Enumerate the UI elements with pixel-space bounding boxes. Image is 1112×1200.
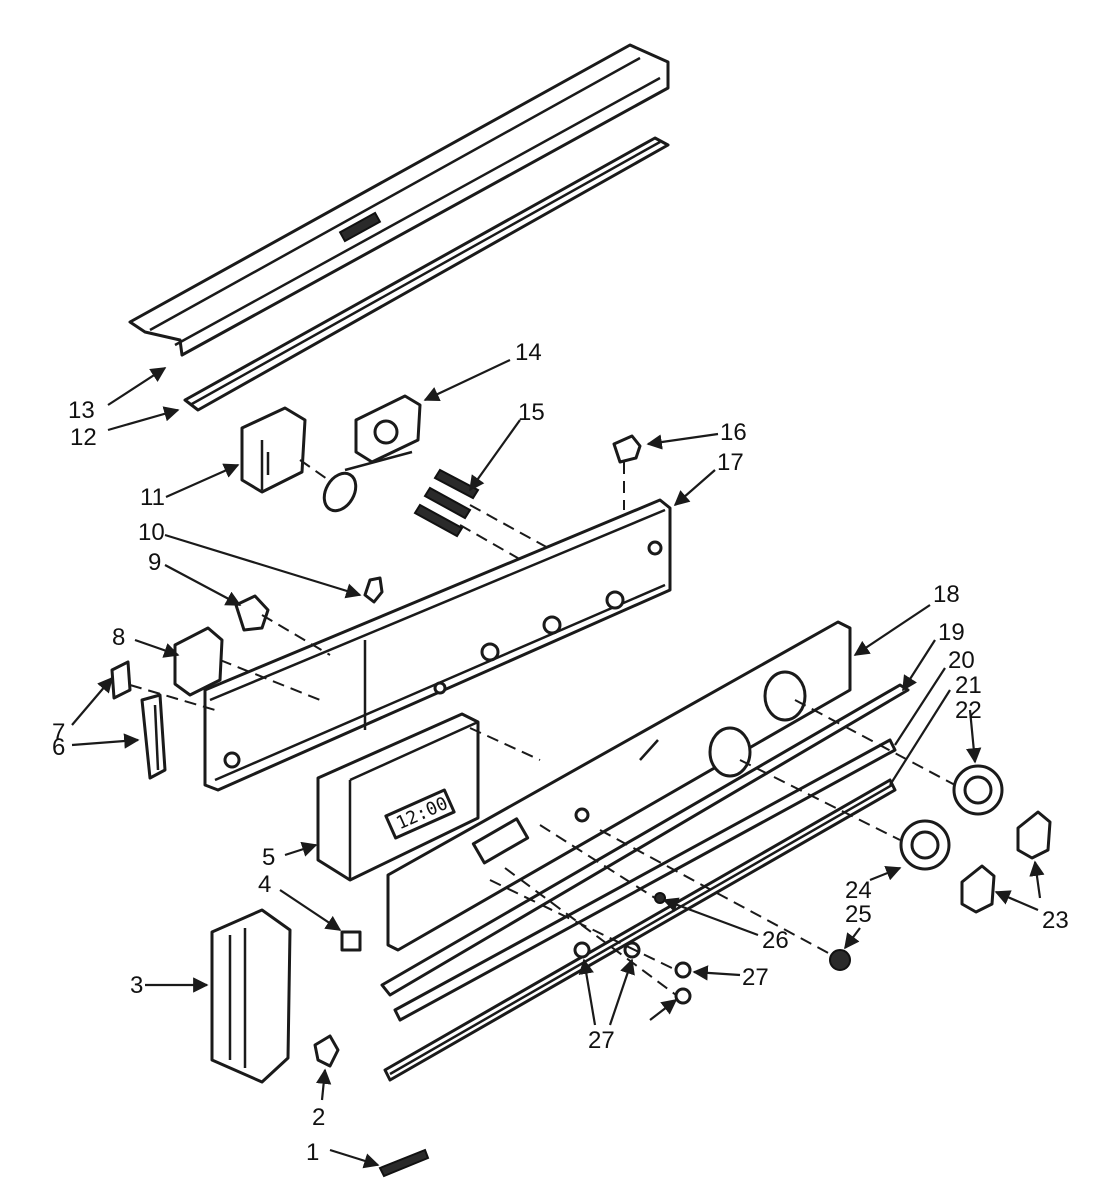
callout-26: 26 (762, 927, 789, 954)
part-18-control-panel (386, 620, 852, 952)
part-21-trim (383, 778, 897, 1082)
part-13-top-trim (128, 43, 670, 357)
callout-19: 19 (938, 619, 965, 646)
callout-16: 16 (720, 419, 747, 446)
part-25-nut (599, 829, 851, 971)
part-4-nut (340, 930, 362, 952)
part-24-dial (739, 759, 951, 871)
callout-20: 20 (948, 647, 975, 674)
callout-17: 17 (717, 449, 744, 476)
callout-25: 25 (845, 901, 872, 928)
part-1-pin (378, 1148, 430, 1178)
part-12-strip (183, 136, 670, 412)
callout-11: 11 (140, 484, 165, 511)
callout-23: 23 (1042, 907, 1069, 934)
callout-27-right: 27 (742, 964, 769, 991)
callout-7: 7 (52, 719, 65, 746)
callout-12: 12 (70, 424, 97, 451)
callout-24: 24 (845, 877, 872, 904)
part-17-control-bracket (203, 498, 672, 792)
callout-14: 14 (515, 339, 542, 366)
callout-21: 21 (955, 672, 982, 699)
part-27-screws (489, 867, 692, 1005)
part-11-switch (240, 406, 341, 494)
callout-9: 9 (148, 549, 161, 576)
part-20-trim (393, 738, 897, 1022)
callout-10: 10 (138, 519, 165, 546)
part-14-switch (322, 394, 422, 513)
part-26-screw (539, 824, 666, 904)
callout-22: 22 (955, 697, 982, 724)
callout-27-bottom: 27 (588, 1027, 615, 1054)
callout-15: 15 (518, 399, 545, 426)
callout-13: 13 (68, 397, 95, 424)
callout-2: 2 (312, 1104, 325, 1131)
part-8-cover (173, 626, 321, 701)
leader-lines (71, 359, 1045, 1169)
part-16-clip (612, 434, 642, 510)
part-2-clip (313, 1034, 340, 1068)
part-10-hook (363, 576, 384, 604)
callout-labels: 13 12 14 11 15 16 17 10 9 8 7 6 5 4 3 2 … (52, 339, 1069, 1166)
callout-8: 8 (112, 624, 125, 651)
part-5-clock-module: 12:00 (316, 712, 541, 882)
part-9-cap (234, 594, 331, 656)
callout-1: 1 (306, 1139, 319, 1166)
part-6-mount (140, 693, 167, 780)
callout-4: 4 (258, 871, 271, 898)
part-22-dial (794, 699, 1004, 816)
callout-18: 18 (933, 581, 960, 608)
callout-5: 5 (262, 844, 275, 871)
part-23-knob (960, 810, 1052, 914)
part-3-switch-block (210, 908, 292, 1084)
part-7-bracket (110, 660, 216, 711)
callout-6: 6 (52, 734, 65, 761)
callout-3: 3 (130, 972, 143, 999)
